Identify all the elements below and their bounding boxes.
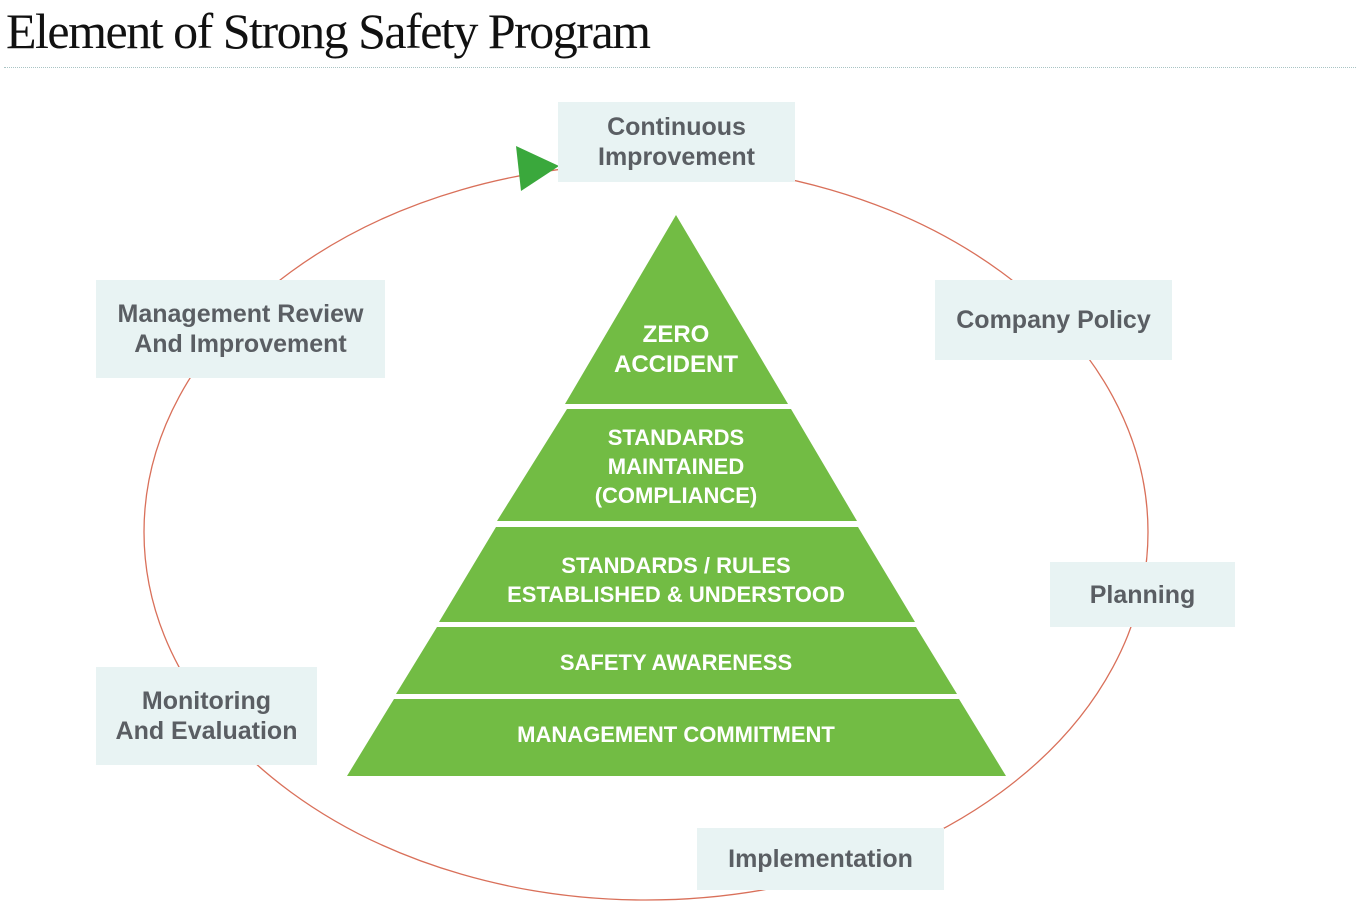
cycle-arrowhead — [516, 146, 559, 191]
tier-label-management-commitment: MANAGEMENT COMMITMENT — [517, 721, 835, 747]
tier-label-standards-maintained: STANDARDS MAINTAINED (COMPLIANCE) — [594, 424, 758, 508]
tier-label-safety-awareness: SAFETY AWARENESS — [559, 649, 793, 675]
title-divider — [4, 67, 1356, 68]
step-implementation: Implementation — [697, 828, 944, 890]
pyramid — [347, 215, 1006, 776]
step-planning: Planning — [1050, 562, 1235, 627]
step-company-policy: Company Policy — [935, 280, 1172, 360]
pyramid-tier-zero-accident — [565, 215, 788, 404]
pyramid-tier-standards-maintained — [497, 409, 857, 521]
pyramid-tier-management-commitment — [347, 699, 1006, 776]
step-continuous-improvement: Continuous Improvement — [558, 102, 795, 182]
page-title: Element of Strong Safety Program — [6, 3, 651, 59]
tier-label-zero-accident: ZERO ACCIDENT — [614, 321, 738, 378]
tier-label-standards-rules: STANDARDS / RULES ESTABLISHED & UNDERSTO… — [507, 553, 845, 607]
pyramid-tier-standards-rules — [439, 527, 915, 622]
pyramid-tier-safety-awareness — [396, 627, 957, 694]
step-monitoring-evaluation: Monitoring And Evaluation — [96, 667, 317, 765]
step-management-review: Management Review And Improvement — [96, 280, 385, 378]
